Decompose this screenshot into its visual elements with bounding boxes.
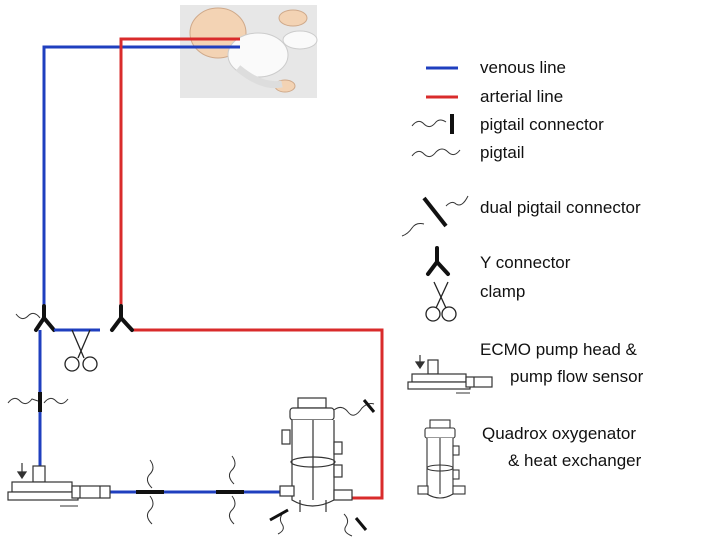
- legend-oxygenator-icon: [417, 419, 466, 499]
- legend-clamp: clamp: [480, 282, 526, 301]
- legend-dual-pigtail-connector-icon: [401, 195, 469, 237]
- pigtail-oxy-bottom-right: [343, 513, 353, 537]
- legend-oxygenator-line1: Quadrox oxygenator: [482, 424, 637, 443]
- pigtail-connector-venous: [7, 392, 69, 412]
- legend-pigtail-connector: pigtail connector: [480, 115, 604, 134]
- y-connector-venous: [34, 304, 56, 332]
- pigtail-connector-2: [216, 455, 244, 525]
- legend-clamp-icon: [425, 281, 457, 322]
- clamp-circuit: [64, 329, 98, 372]
- legend-pigtail-icon: [411, 148, 461, 158]
- arterial-line: [119, 37, 384, 500]
- ecmo-pump-head: [7, 463, 111, 507]
- quadrox-oxygenator: [279, 397, 353, 512]
- infant-manikin-image: [180, 5, 318, 98]
- legend-pigtail: pigtail: [480, 143, 525, 162]
- legend-arterial-line: arterial line: [480, 87, 564, 106]
- legend-y-connector: Y connector: [480, 253, 571, 272]
- legend-pigtail-connector-icon: [411, 114, 454, 134]
- pigtail-connector-1: [136, 459, 164, 525]
- pigtail-venous-y: [15, 312, 41, 320]
- venous-line: [38, 45, 286, 494]
- legend-pump-icon: [407, 355, 493, 394]
- y-connector-arterial: [110, 304, 134, 332]
- legend-pump-line1: ECMO pump head &: [480, 340, 637, 359]
- legend-venous-line: venous line: [480, 58, 567, 77]
- legend-oxygenator-line2: & heat exchanger: [508, 451, 642, 470]
- legend-dual-pigtail-connector: dual pigtail connector: [480, 198, 641, 217]
- legend-y-connector-icon: [426, 246, 450, 276]
- legend-pump-line2: pump flow sensor: [510, 367, 644, 386]
- pigtail-oxy-bottom-left: [277, 511, 285, 535]
